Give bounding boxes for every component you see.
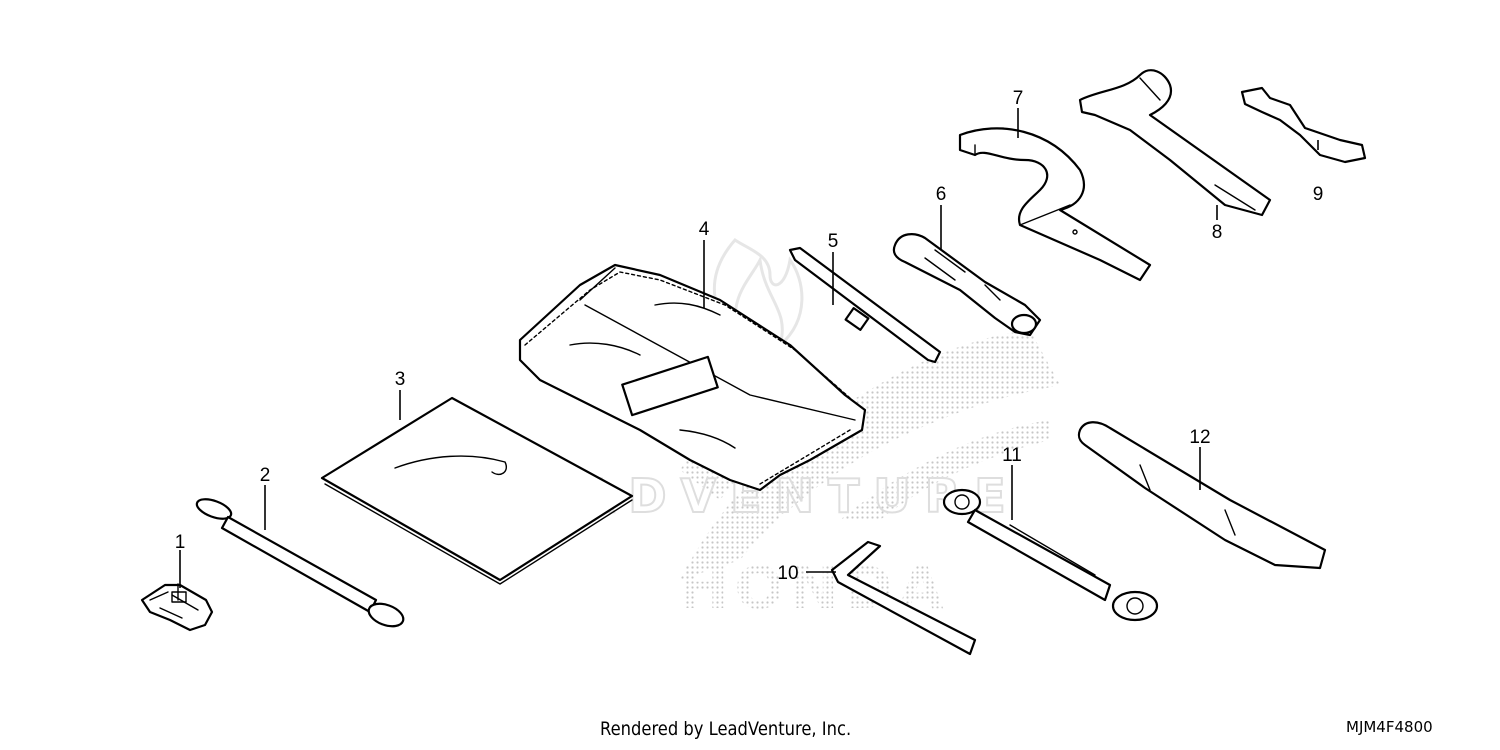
part-1-clip [140, 583, 214, 632]
callout-10: 10 [777, 563, 798, 584]
callout-8: 8 [1212, 222, 1223, 243]
part-7-hook-spanner [958, 127, 1152, 282]
part-9-wrench [1240, 86, 1367, 164]
callout-9: 9 [1313, 184, 1324, 205]
part-6-handle [892, 233, 1042, 337]
callout-5: 5 [828, 231, 839, 252]
footer-credit: Rendered by LeadVenture, Inc. [600, 718, 852, 740]
part-10-hex-key [830, 540, 977, 656]
part-8-flat-spanner [1078, 69, 1272, 217]
leader-lines [179, 108, 1319, 588]
part-11-ratchet-wrench [942, 488, 1159, 622]
callout-7: 7 [1013, 88, 1024, 109]
callout-6: 6 [936, 184, 947, 205]
part-12-extension-bar [1077, 421, 1327, 570]
part-4-tool-bag [518, 263, 867, 492]
part-2-cable [195, 498, 405, 628]
callout-12: 12 [1189, 427, 1210, 448]
callout-3: 3 [395, 369, 406, 390]
callout-11: 11 [1002, 445, 1022, 466]
callout-4: 4 [699, 219, 710, 240]
diagram-code: MJM4F4800 [1346, 718, 1433, 736]
part-5-screwdriver-bit [788, 246, 942, 364]
callout-1: 1 [175, 532, 186, 553]
callout-2: 2 [260, 465, 271, 486]
part-3-manual-bag [320, 396, 634, 585]
callouts: 1 2 3 4 5 6 7 8 9 10 11 12 [175, 88, 1324, 584]
honda-wing-watermark [680, 330, 1060, 580]
